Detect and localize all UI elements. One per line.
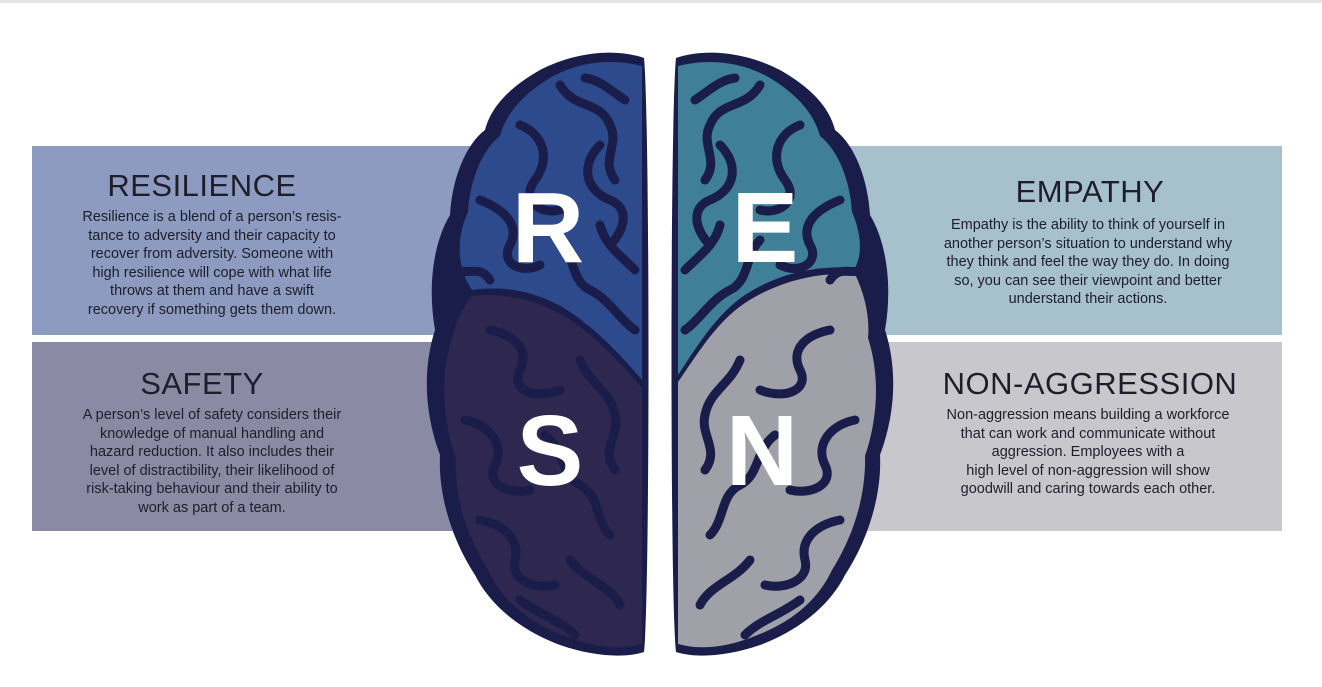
letter-e: E [732, 172, 799, 284]
empathy-description: Empathy is the ability to think of yours… [918, 216, 1258, 309]
safety-line-5: risk-taking behaviour and their ability … [86, 481, 338, 498]
safety-line-6: work as part of a team. [138, 499, 286, 516]
safety-line-4: level of distractibility, their likeliho… [89, 462, 335, 479]
resilience-line-1: Resilience is a blend of a person’s resi… [82, 209, 342, 225]
safety-line-1: A person’s level of safety considers the… [82, 407, 342, 423]
empathy-panel: EMPATHY Empathy is the ability to think … [840, 146, 1282, 335]
non-aggression-line-5: goodwill and caring towards each other. [960, 481, 1216, 498]
empathy-title: EMPATHY [1015, 174, 1165, 209]
brain-illustration: R E S N [426, 52, 894, 656]
resilience-lobe [459, 62, 642, 380]
empathy-line-1: Empathy is the ability to think of yours… [950, 217, 1226, 233]
left-sulci [450, 73, 640, 640]
safety-description: A person’s level of safety considers the… [52, 406, 372, 518]
non-aggression-title: NON-AGGRESSION [942, 366, 1238, 401]
letter-n: N [726, 395, 798, 507]
non-aggression-line-4: high level of non-aggression will show [966, 462, 1210, 479]
resilience-description: Resilience is a blend of a person’s resi… [52, 208, 372, 320]
non-aggression-line-3: aggression. Employees with a [991, 444, 1185, 461]
letter-r: R [512, 172, 584, 284]
safety-line-3: hazard reduction. It also includes their [89, 444, 335, 461]
right-hemisphere [671, 52, 894, 656]
resilience-line-5: throws at them and have a swift [110, 283, 314, 300]
resilience-panel: RESILIENCE Resilience is a blend of a pe… [32, 146, 482, 335]
non-aggression-line-1: Non-aggression means building a workforc… [946, 407, 1230, 423]
letter-s: S [517, 395, 584, 507]
safety-line-2: knowledge of manual handling and [99, 425, 325, 442]
resilience-title: RESILIENCE [107, 168, 297, 203]
non-aggression-panel: NON-AGGRESSION Non-aggression means buil… [840, 342, 1282, 531]
non-aggression-lobe [678, 273, 876, 648]
right-sulci [680, 73, 870, 640]
resilience-line-6: recovery if something gets them down. [87, 301, 337, 318]
safety-title: SAFETY [140, 366, 264, 401]
non-aggression-description: Non-aggression means building a workforc… [918, 406, 1258, 499]
empathy-line-2: another person’s situation to understand… [943, 235, 1233, 252]
safety-panel: SAFETY A person’s level of safety consid… [32, 342, 482, 531]
left-hemisphere [426, 52, 649, 656]
resilience-line-2: tance to adversity and their capacity to [88, 227, 336, 244]
resilience-line-3: recover from adversity. Someone with [90, 246, 334, 263]
empathy-line-5: understand their actions. [1008, 291, 1168, 308]
non-aggression-line-2: that can work and communicate without [960, 425, 1216, 442]
top-divider [0, 0, 1322, 3]
empathy-line-3: they think and feel the way they do. In … [946, 254, 1230, 271]
empathy-line-4: so, you can see their viewpoint and bett… [954, 272, 1222, 289]
resilience-line-4: high resilience will cope with what life [92, 264, 332, 281]
